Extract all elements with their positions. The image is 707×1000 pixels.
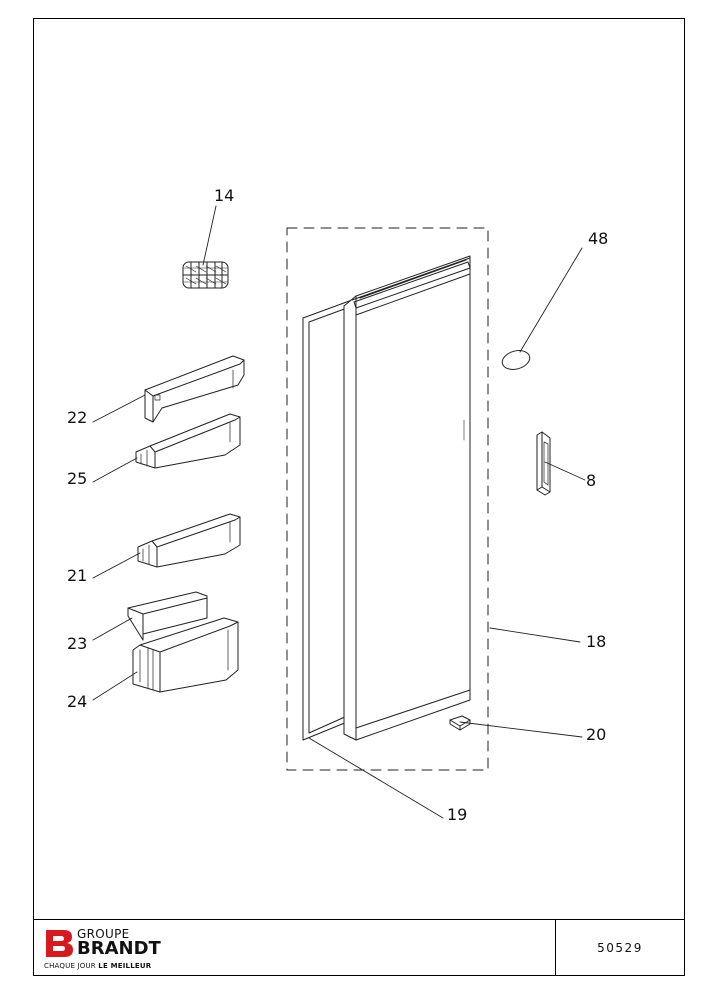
callout-48: 48 [588,229,609,248]
logo-tagline: CHAQUE JOUR LE MEILLEUR [44,962,151,970]
leader-18 [489,627,581,643]
groupe-brandt-logo: GROUPE BRANDT CHAQUE JOUR LE MEILLEUR [44,926,194,972]
footer-vertical-divider [555,919,556,976]
door-bin-25-part [135,413,241,469]
leader-8 [544,461,586,481]
callout-24: 24 [67,692,88,711]
leader-23 [92,617,133,641]
callout-22: 22 [67,408,88,427]
brandt-b-icon [46,930,73,957]
callout-20: 20 [586,725,607,744]
callout-8: 8 [586,471,597,490]
document-number: 50529 [597,940,643,955]
door-bin-21-part [137,513,241,568]
leader-22 [92,394,146,423]
small-shelf-part [144,355,245,423]
leader-24 [92,671,138,701]
door-assembly-boundary [286,227,489,771]
logo-brandt-text: BRANDT [77,938,161,959]
callout-21: 21 [67,566,88,585]
leader-19 [308,737,444,819]
oval-badge-part [501,350,531,370]
bottle-guard-part [127,591,208,641]
leader-48 [519,247,583,353]
callout-19: 19 [447,805,468,824]
leader-20 [459,721,583,738]
bottle-bin-part [132,617,239,693]
footer-divider [33,919,685,920]
door-handle-part [536,431,551,496]
leader-21 [92,552,141,579]
egg-tray-part [182,261,229,289]
logo-groupe-text: GROUPE [77,927,130,941]
tagline-prefix: CHAQUE JOUR [44,962,99,970]
drawing-frame [33,18,685,976]
leader-25 [92,457,138,483]
hinge-clip-part [449,715,471,731]
tagline-bold: LE MEILLEUR [98,962,152,970]
callout-18: 18 [586,632,607,651]
callout-23: 23 [67,634,88,653]
leader-14 [202,205,217,266]
callout-25: 25 [67,469,88,488]
callout-14: 14 [214,186,235,205]
door-panel-part [343,255,471,741]
